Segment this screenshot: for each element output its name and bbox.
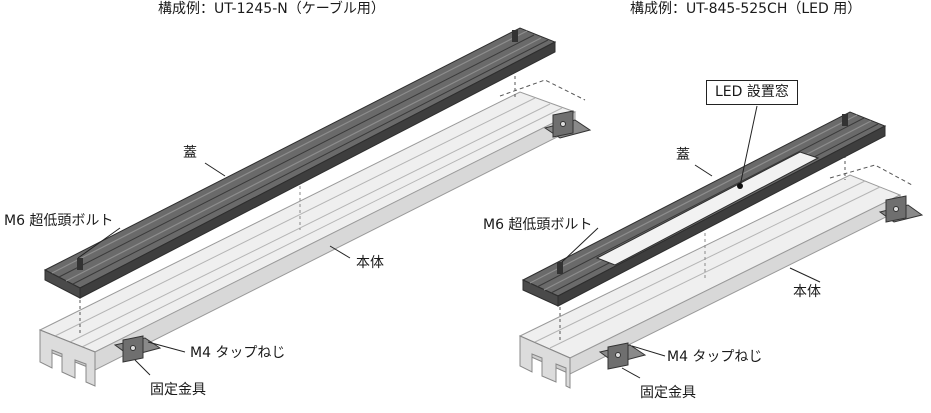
right-lid [521,111,887,307]
right-assembly [518,105,924,389]
right-bolt-icon [557,114,848,274]
right-title: 構成例：UT-845-525CH（LED 用） [630,1,862,17]
right-lid-label: 蓋 [676,147,690,163]
left-title: 構成例：UT-1245-N（ケーブル用） [158,1,385,17]
left-bracket-label: 固定金具 [150,382,206,398]
right-body-label: 本体 [793,284,821,300]
right-bolt-label: M6 超低頭ボルト [483,217,593,233]
left-lid-label: 蓋 [183,145,197,161]
left-body [38,40,586,387]
left-tap-label: M4 タップねじ [190,345,286,361]
left-bolt-label: M6 超低頭ボルト [4,213,114,229]
right-tap-label: M4 タップねじ [667,349,763,365]
right-bracket-label: 固定金具 [640,385,696,401]
left-assembly [38,27,592,387]
right-bracket-icon [598,195,924,370]
led-window-label: LED 設置窓 [706,80,798,105]
right-body [518,125,913,389]
led-window [595,151,820,266]
left-body-label: 本体 [356,255,384,271]
left-lid [43,27,557,299]
left-bolt-icon [77,30,518,270]
